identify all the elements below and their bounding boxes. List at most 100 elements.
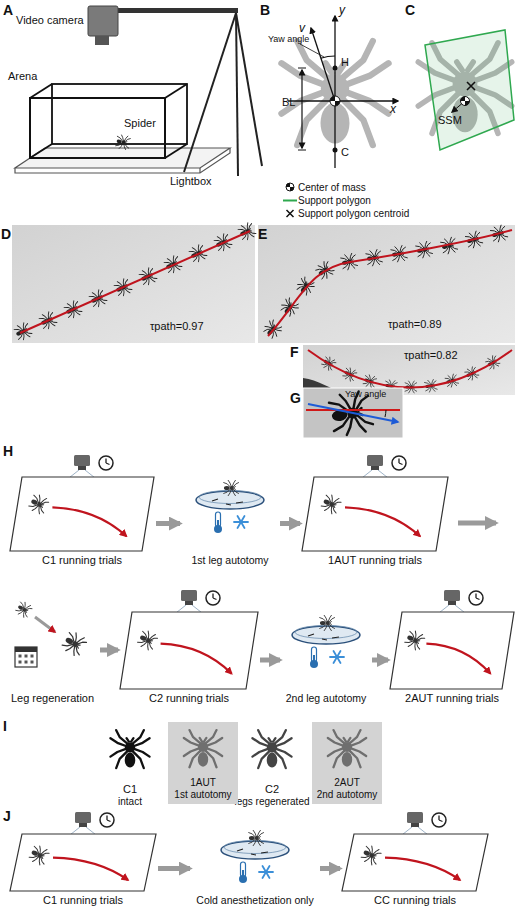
autotomy-dish-outline-part-part (263, 866, 270, 878)
regeneration-step-outline-part-part (15, 647, 37, 652)
running-trial-arena-outline-part-part (74, 455, 90, 466)
annotation-label: τpath=0.82 (404, 349, 458, 362)
trajectory-photo (258, 224, 515, 343)
spider-axes-drawing-part (301, 70, 302, 148)
node-text: 2nd leg autotomy (286, 691, 367, 705)
trajectory-photo (12, 222, 257, 343)
regeneration-step-outline-part-part (19, 661, 22, 664)
spider-axes-drawing-part (298, 150, 306, 151)
panel-letter: E (258, 226, 267, 242)
running-trial-arena: C2 running trials (118, 590, 260, 705)
running-trial-arena-outline-part (342, 812, 488, 891)
running-trial-arena-outline-part-part (28, 844, 50, 866)
running-trial-arena-outline (388, 590, 516, 691)
autotomy-dish-outline-part-part (249, 830, 264, 845)
annotation-label: Arena (8, 70, 37, 83)
autotomy-dish: Cold anesthetization only (190, 830, 320, 907)
continuation-arrow-part (458, 521, 496, 526)
yaw-photo-part (385, 410, 386, 417)
setup-drawing-part (95, 36, 109, 45)
running-trial-arena-outline-part-part (399, 459, 403, 465)
autotomy-dish-outline-part-part (313, 655, 315, 663)
regeneration-step-outline-part-part (15, 647, 37, 667)
autotomy-dish-outline-part-part (242, 870, 244, 878)
condition-box-outline (168, 724, 238, 777)
trajectory-photo-part (308, 350, 512, 388)
autotomy-dish-outline-part-part (237, 849, 268, 855)
autotomy-dish-outline-part-part (238, 516, 245, 528)
running-trial-arena-outline-part-part (426, 644, 490, 674)
spider-axes-drawing-part (333, 66, 338, 71)
yaw-photo (303, 388, 403, 438)
autotomy-dish-outline-part-part (224, 480, 239, 495)
trajectory-photo-part-part (295, 276, 316, 297)
regeneration-step: Leg regeneration (5, 595, 100, 705)
running-trial-arena-outline-part-part (342, 834, 488, 891)
autotomy-dish-outline-part-part (212, 499, 243, 505)
annotation-label: Yaw angle (345, 389, 386, 400)
running-trial-arena: C1 running trials (8, 812, 158, 907)
running-trial-arena: 1AUT running trials (300, 455, 450, 567)
setup-drawing-part (236, 13, 238, 176)
condition-box: 2AUT2nd autotomy (312, 722, 382, 804)
setup-drawing-part (118, 8, 238, 13)
autotomy-dish-outline-part-part (334, 651, 341, 663)
node-text: 2AUT running trials (405, 691, 499, 705)
legend-entry: Center of mass (298, 182, 366, 193)
flow-arrow (158, 866, 190, 871)
trajectory-photo-part (262, 224, 508, 339)
annotation-label: C2 (265, 783, 279, 796)
node-text: Leg regeneration (11, 691, 94, 705)
condition-box-outline (312, 724, 382, 777)
running-trial-arena-outline-part-part (53, 858, 128, 880)
flow-arrow (100, 648, 118, 653)
annotation-label: intact (118, 796, 142, 808)
running-trial-arena-outline-part-part (439, 816, 443, 822)
regeneration-step-outline-part-part (31, 655, 34, 658)
running-trial-arena-outline-part-part (10, 477, 154, 551)
spider-axes-drawing-part (334, 16, 335, 168)
running-trial-arena-outline-part-part (390, 612, 514, 689)
setup-drawing-part (199, 168, 200, 173)
spider-axes-drawing-part (330, 96, 340, 106)
panel-letter: G (290, 390, 301, 406)
running-trial-arena-outline-part (120, 590, 258, 689)
autotomy-dish-outline-part-part (241, 862, 246, 877)
annotation-label: τpath=0.89 (388, 318, 442, 331)
annotation-label: BL (282, 96, 295, 109)
running-trial-arena-outline-part-part (107, 816, 111, 822)
annotation-label: x (390, 103, 396, 116)
setup-drawing (15, 6, 262, 176)
autotomy-dish-outline (280, 615, 372, 691)
annotation-label: Lightbox (170, 175, 212, 188)
continuation-arrow (458, 523, 496, 524)
node-text: C1 running trials (43, 893, 123, 907)
annotation-label: C (341, 146, 349, 159)
legend-entry: Support polygon (298, 195, 371, 206)
running-trial-arena-outline-part-part (79, 823, 87, 827)
panel-letter: F (290, 344, 299, 360)
running-trial-arena-outline-part-part (407, 812, 423, 823)
running-trial-arena: 2AUT running trials (388, 590, 516, 705)
running-trial-arena-outline-part-part (161, 644, 232, 674)
regeneration-step-outline-part-part (35, 617, 55, 632)
regeneration-step-outline-part (15, 600, 88, 667)
running-trial-arena-outline-part (10, 455, 154, 551)
regeneration-step-outline-part-part (19, 655, 22, 658)
regeneration-step-outline-part-part (61, 630, 88, 658)
running-trial-arena-outline (8, 812, 158, 893)
node-text: 1AUT (190, 777, 216, 789)
running-trial-arena-outline-part-part (99, 456, 113, 470)
running-trial-arena-outline-part-part (185, 601, 193, 605)
running-trial-arena-outline-part-part (106, 459, 110, 465)
flow-arrow (372, 658, 388, 663)
running-trial-arena-outline-part-part (385, 858, 460, 880)
running-trial-arena-outline-part-part (469, 591, 483, 605)
support-polygon-drawing (418, 30, 514, 150)
spider-silhouette-part (252, 730, 291, 768)
setup-drawing-part (30, 84, 52, 98)
regeneration-step-outline-part-part (15, 600, 33, 618)
setup-drawing-part (30, 98, 165, 158)
spider-axes-drawing-part (300, 44, 324, 57)
